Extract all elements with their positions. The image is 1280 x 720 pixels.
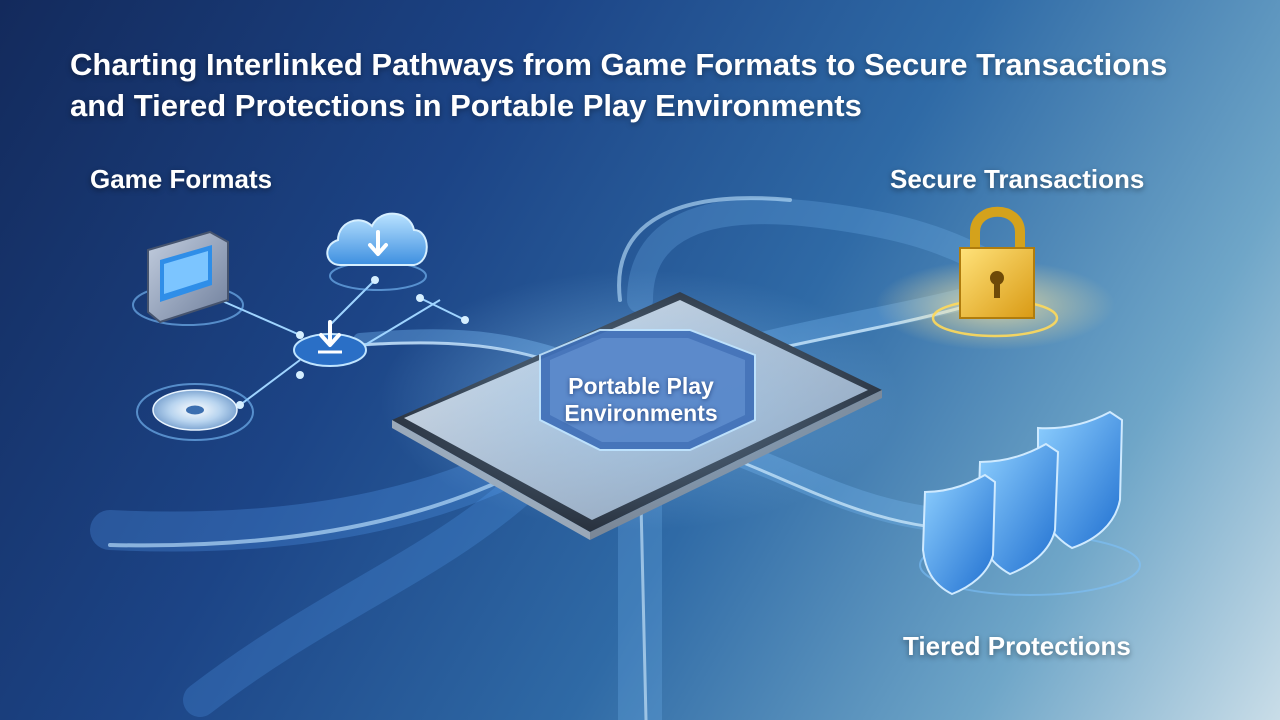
- center-line-2: Environments: [564, 400, 718, 426]
- label-tiered-protections: Tiered Protections: [903, 631, 1131, 661]
- label-game-formats: Game Formats: [90, 164, 273, 194]
- cloud-download-icon: [326, 212, 428, 291]
- download-icon: [293, 320, 367, 367]
- label-secure-transactions: Secure Transactions: [890, 164, 1145, 194]
- format-network: [219, 279, 466, 406]
- disc-icon: [136, 383, 254, 441]
- network-dots: [236, 276, 469, 409]
- padlock-icon: [875, 206, 1115, 350]
- page-title: Charting Interlinked Pathways from Game …: [70, 44, 1230, 126]
- cartridge-icon: [132, 230, 244, 326]
- title-line-2: and Tiered Protections in Portable Play …: [70, 88, 862, 123]
- shield-icon: [919, 410, 1141, 596]
- title-line-1: Charting Interlinked Pathways from Game …: [70, 47, 1168, 82]
- center-hub-label: Portable Play Environments: [523, 352, 759, 448]
- center-line-1: Portable Play: [568, 373, 714, 399]
- center-hub: [539, 329, 756, 451]
